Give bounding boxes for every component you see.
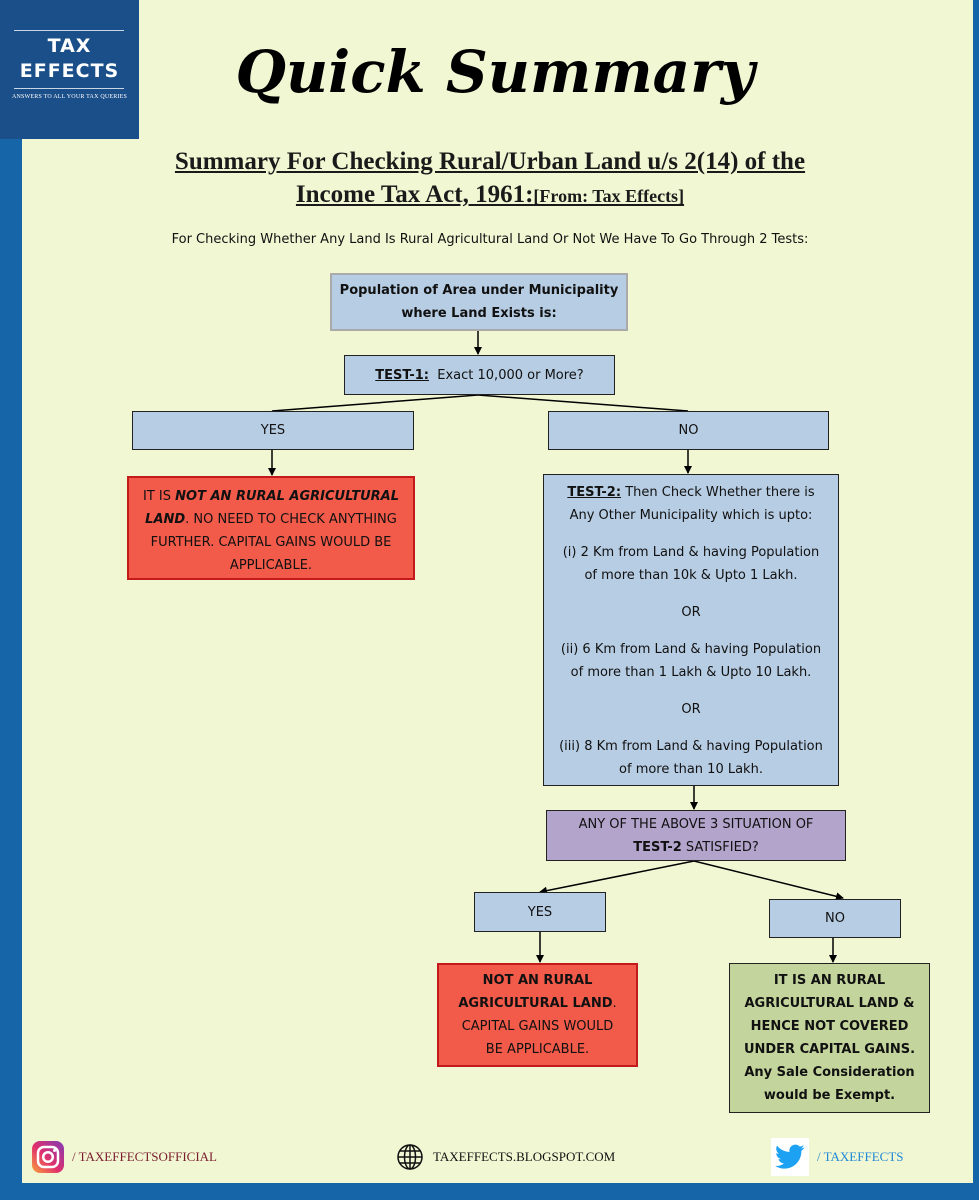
logo-line2: EFFECTS [19, 60, 120, 82]
question-line1: ANY OF THE ABOVE 3 SITUATION OF [578, 816, 814, 832]
result2-line2: AGRICULTURAL LAND [458, 996, 613, 1011]
result1-bold: NOT AN RURAL AGRICULTURAL LAND [145, 489, 399, 527]
subtitle-line2: Income Tax Act, 1961: [295, 181, 534, 208]
instagram-icon [32, 1141, 64, 1173]
logo-divider-bottom [14, 88, 124, 89]
result3-line5: Any Sale Consideration [744, 1065, 915, 1080]
footer-instagram[interactable]: / TAXEFFECTSOFFICIAL [32, 1139, 217, 1175]
website-url: TAXEFFECTS.BLOGSPOT.COM [433, 1149, 616, 1164]
test2-opt2-line2: of more than 1 Lakh & Upto 10 Lakh. [570, 665, 812, 680]
page-title: Quick Summary [235, 38, 755, 106]
result2-line4: BE APPLICABLE. [485, 1042, 590, 1057]
twitter-bird-icon [775, 1144, 805, 1169]
arrow-question-no [693, 860, 844, 901]
logo-divider-top [14, 30, 124, 31]
test2-opt3-line1: (iii) 8 Km from Land & having Population [559, 739, 823, 754]
arrow-question-yes [539, 860, 695, 895]
start-line1: Population of Area under Municipality [339, 283, 619, 298]
result1-rest: . NO NEED TO CHECK ANYTHING FURTHER. CAP… [150, 512, 397, 573]
yes2-label: YES [527, 904, 553, 920]
logo-line1: TAX [47, 35, 92, 57]
subtitle-line1: Summary For Checking Rural/Urban Land u/… [174, 148, 806, 175]
no2-label: NO [825, 911, 845, 926]
start-line2: where Land Exists is: [401, 306, 557, 321]
globe-icon [397, 1144, 423, 1170]
logo: TAX EFFECTS ANSWERS TO ALL YOUR TAX QUER… [0, 0, 139, 139]
result2-line3: CAPITAL GAINS WOULD [461, 1019, 614, 1034]
subtitle: Summary For Checking Rural/Urban Land u/… [110, 145, 870, 213]
test2-opt1-line2: of more than 10k & Upto 1 Lakh. [584, 568, 798, 583]
result3-line1: IT IS AN RURAL [773, 973, 886, 988]
no1-box: NO [548, 411, 829, 450]
question-bold: TEST-2 [633, 839, 682, 855]
twitter-handle: / TAXEFFECTS [817, 1149, 904, 1164]
result2-period: . [612, 996, 617, 1011]
result-rural-exempt: IT IS AN RURAL AGRICULTURAL LAND & HENCE… [729, 963, 930, 1113]
no1-label: NO [678, 423, 699, 438]
test2-opt1-line1: (i) 2 Km from Land & having Population [562, 545, 820, 560]
test2-opt2-line1: (ii) 6 Km from Land & having Population [560, 642, 822, 657]
instagram-handle: / TAXEFFECTSOFFICIAL [72, 1149, 217, 1164]
result3-line6: would be Exempt. [763, 1088, 896, 1103]
test2-or2: OR [681, 702, 701, 717]
question-rest: SATISFIED? [681, 839, 759, 855]
result2-line1: NOT AN RURAL [482, 973, 593, 988]
test2-box: TEST-2: Then Check Whether there is Any … [543, 474, 839, 786]
twitter-icon-bg [771, 1138, 809, 1176]
yes1-box: YES [132, 411, 414, 450]
result3-line2: AGRICULTURAL LAND & [744, 996, 915, 1011]
result1-prefix: IT IS [143, 489, 176, 504]
test1-label: TEST-1: [375, 367, 429, 383]
line-test1-yes [271, 394, 479, 412]
no2-box: NO [769, 899, 901, 938]
yes1-label: YES [260, 423, 286, 438]
footer-website[interactable]: TAXEFFECTS.BLOGSPOT.COM [395, 1139, 615, 1175]
footer-twitter[interactable]: / TAXEFFECTS [771, 1138, 904, 1176]
line-test1-no [477, 394, 689, 412]
start-box: Population of Area under Municipality wh… [330, 273, 628, 331]
test2-intro: TEST-2: Then Check Whether there is Any … [556, 481, 826, 527]
result-not-rural-2: NOT AN RURAL AGRICULTURAL LAND. CAPITAL … [437, 963, 638, 1067]
test1-text: Exact 10,000 or More? [437, 367, 584, 383]
result3-line4: UNDER CAPITAL GAINS. [743, 1042, 916, 1057]
question-box: ANY OF THE ABOVE 3 SITUATION OF TEST-2 S… [546, 810, 846, 861]
test1-box: TEST-1: Exact 10,000 or More? [344, 355, 615, 395]
result-not-rural-1: IT IS NOT AN RURAL AGRICULTURAL LAND. NO… [127, 476, 415, 580]
result3-line3: HENCE NOT COVERED [750, 1019, 909, 1034]
test2-opt3-line2: of more than 10 Lakh. [619, 762, 763, 777]
yes2-box: YES [474, 892, 606, 932]
logo-tagline: ANSWERS TO ALL YOUR TAX QUERIES [11, 94, 128, 100]
test2-intro-text: Then Check Whether there is Any Other Mu… [569, 485, 815, 523]
test2-label: TEST-2: [567, 485, 622, 500]
intro-text: For Checking Whether Any Land Is Rural A… [171, 232, 809, 247]
test2-or1: OR [681, 605, 701, 620]
subtitle-source: [From: Tax Effects] [533, 186, 685, 206]
